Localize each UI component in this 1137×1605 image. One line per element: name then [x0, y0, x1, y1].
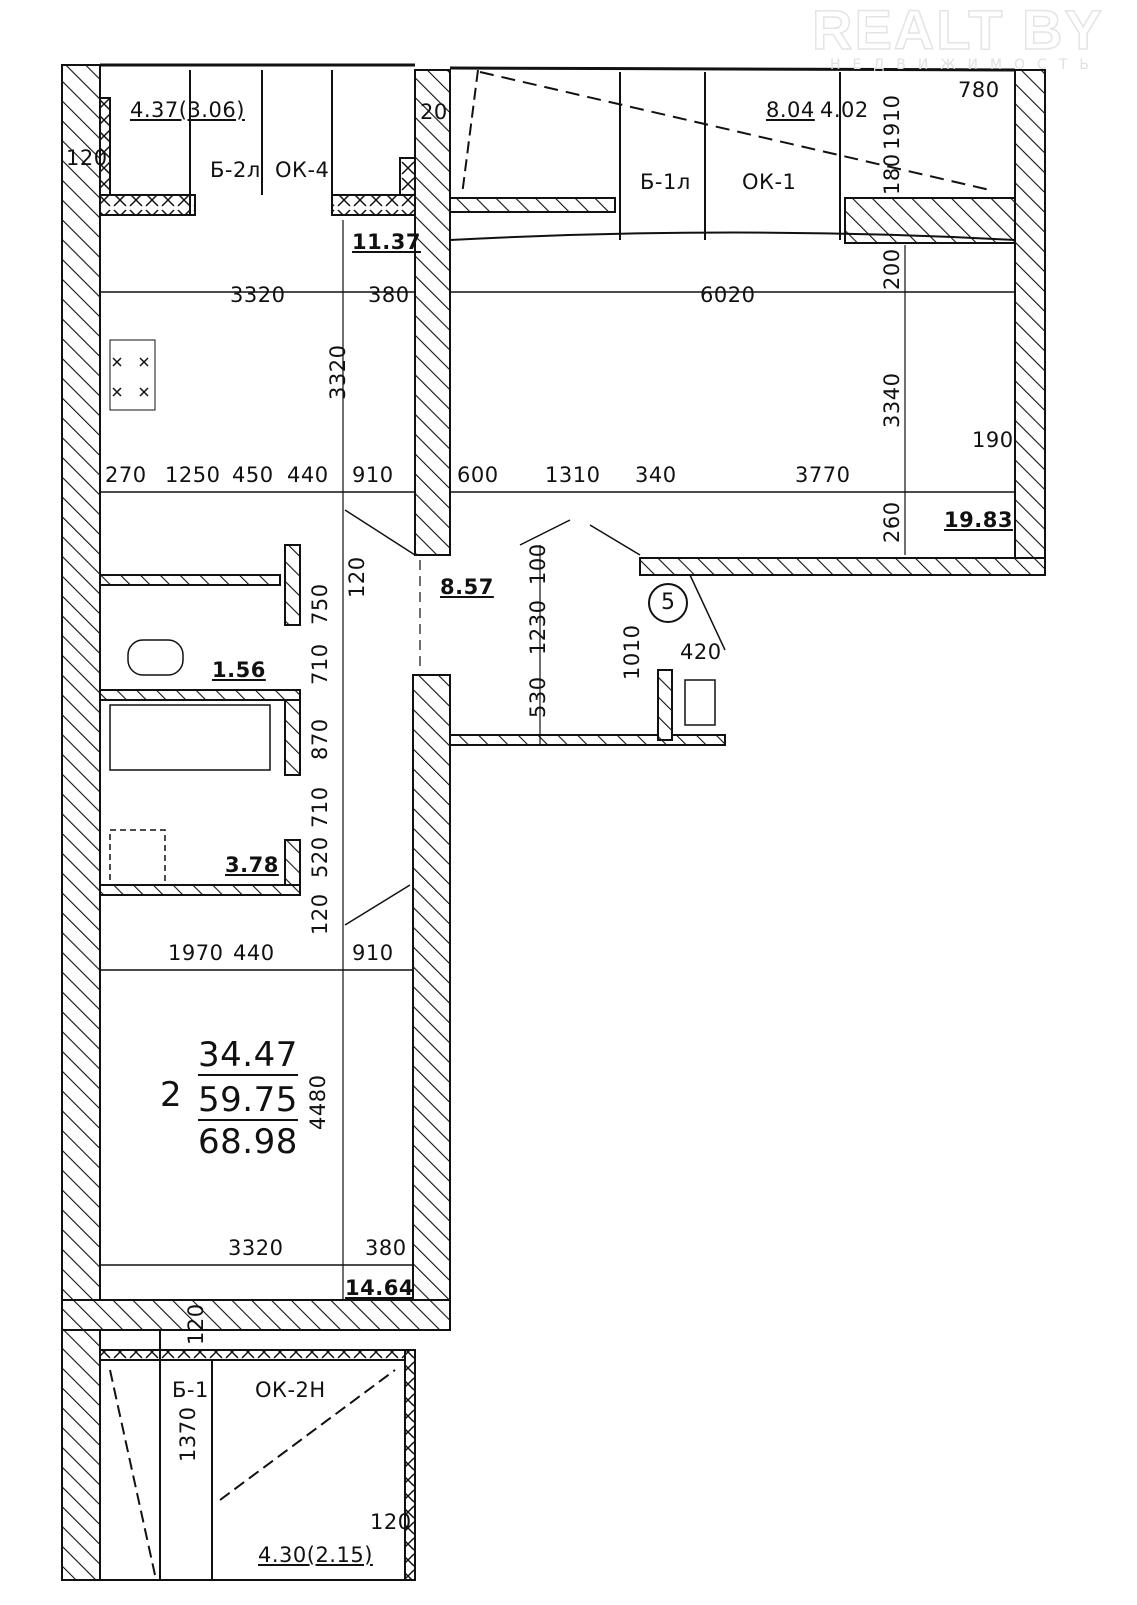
dim: 380 [365, 1236, 407, 1260]
dim: 1010 [620, 624, 644, 680]
bathroom-area: 3.78 [225, 853, 279, 877]
hall-area: 8.57 [440, 575, 494, 599]
dim: 3340 [880, 372, 904, 428]
dim: 380 [368, 283, 410, 307]
dim: 6020 [700, 283, 756, 307]
dim: 1230 [526, 599, 550, 655]
wall-kitchen-living [414, 69, 451, 556]
apartment-total-area: 59.75 [198, 1080, 298, 1121]
dim: 1970 [168, 941, 224, 965]
dim: 710 [308, 786, 332, 828]
dim: 20 [420, 100, 448, 124]
dim: 200 [880, 248, 904, 290]
dim: 100 [526, 543, 550, 585]
dim: 1310 [545, 463, 601, 487]
dim: 1910 [880, 94, 904, 150]
balcony-bottom-area: 4.30(2.15) [258, 1543, 373, 1567]
parapet [331, 194, 416, 216]
balcony-top-left-area: 4.37(3.06) [130, 98, 245, 122]
dim: 910 [352, 463, 394, 487]
toilet [127, 639, 184, 676]
balcony-top-right-window: ОК-1 [742, 170, 797, 194]
washing-machine [109, 829, 166, 886]
dim: 450 [232, 463, 274, 487]
watermark-tagline: НЕДВИЖИМОСТЬ [830, 57, 1101, 73]
dim: 600 [457, 463, 499, 487]
shaft [684, 679, 716, 726]
balcony-top-right-area2: 4.02 [820, 98, 869, 122]
dim: 440 [287, 463, 329, 487]
toilet-area: 1.56 [212, 658, 266, 682]
balcony-bottom-window: ОК-2Н [255, 1378, 326, 1402]
balcony-top-right-door: Б-1л [640, 170, 691, 194]
wall-hall-bottom [449, 734, 726, 746]
parapet [399, 157, 416, 196]
dim: 190 [972, 428, 1014, 452]
wall-shaft [657, 669, 673, 741]
kitchen-area: 11.37 [352, 230, 421, 254]
living-room-area: 19.83 [944, 508, 1013, 532]
balcony-top-right-area: 8.04 [766, 98, 815, 122]
wall-left [61, 64, 101, 1581]
dim: 530 [526, 676, 550, 718]
dim: 910 [352, 941, 394, 965]
balcony-top-left-window: ОК-4 [275, 158, 330, 182]
dim: 3320 [326, 344, 350, 400]
apartment-living-area: 34.47 [198, 1035, 298, 1076]
dim: 340 [635, 463, 677, 487]
dim: 120 [345, 556, 369, 598]
dim: 3320 [230, 283, 286, 307]
bathtub [109, 704, 271, 771]
dim: 440 [233, 941, 275, 965]
stove [109, 339, 156, 411]
dim: 120 [308, 893, 332, 935]
wall-living-bottom [639, 557, 1046, 576]
dim: 120 [66, 146, 108, 170]
dim: 3770 [795, 463, 851, 487]
dim: 420 [680, 640, 722, 664]
dim: 870 [308, 718, 332, 760]
dim: 750 [308, 583, 332, 625]
balcony-top-left-door: Б-2л [210, 158, 261, 182]
apartment-total-with-balcony: 68.98 [198, 1122, 298, 1162]
dim: 120 [184, 1303, 208, 1345]
dim: 780 [958, 78, 1000, 102]
dim: 710 [308, 643, 332, 685]
balcony-bottom-door: Б-1 [172, 1378, 209, 1402]
section-marker: 5 [648, 583, 688, 623]
dim: 1370 [176, 1406, 200, 1462]
dim: 3320 [228, 1236, 284, 1260]
dim: 180 [880, 153, 904, 195]
parapet [99, 97, 111, 196]
parapet [99, 194, 196, 216]
wall-corridor-right [412, 674, 451, 1306]
bedroom-area: 14.64 [345, 1276, 414, 1300]
wall-right [1014, 69, 1046, 576]
dim: 120 [370, 1510, 412, 1534]
dim: 270 [105, 463, 147, 487]
dim: 260 [880, 501, 904, 543]
apartment-room-count: 2 [160, 1075, 183, 1115]
dim: 1250 [165, 463, 221, 487]
watermark-logo: REALT BY [811, 0, 1104, 61]
dim: 4480 [306, 1074, 330, 1130]
parapet [449, 197, 616, 213]
wall-bedroom-bottom [61, 1299, 451, 1331]
dim: 520 [308, 836, 332, 878]
